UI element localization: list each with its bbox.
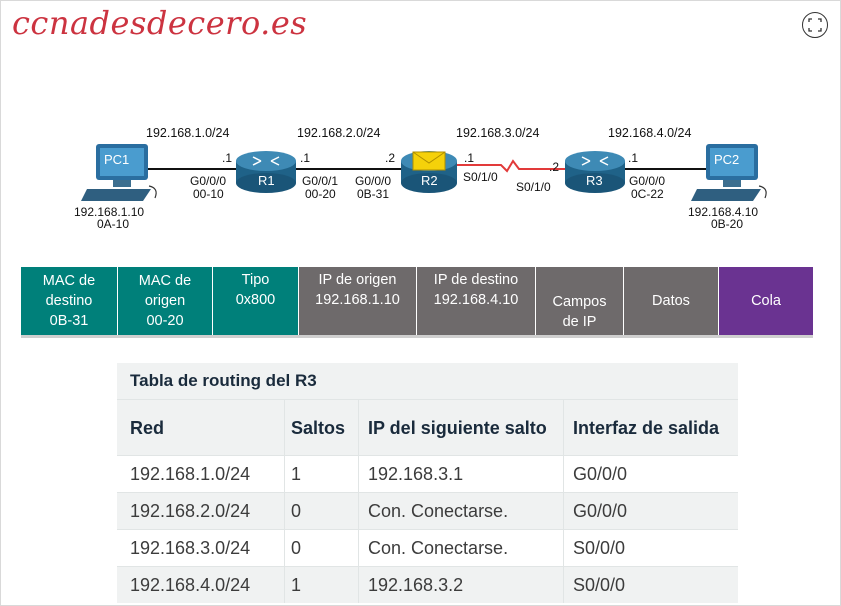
frame-field-trailer: Cola <box>719 267 813 335</box>
packet-envelope-icon <box>412 151 446 171</box>
mac-label: 0B-31 <box>357 187 390 201</box>
network-label: 192.168.3.0/24 <box>456 126 540 140</box>
table-cell: 1 <box>285 456 359 492</box>
table-row: 192.168.3.0/24 0 Con. Conectarse. S0/0/0 <box>117 529 738 566</box>
table-row: 192.168.1.0/24 1 192.168.3.1 G0/0/0 <box>117 455 738 492</box>
column-header: Interfaz de salida <box>573 417 720 438</box>
interface-label: G0/0/0 <box>355 174 392 188</box>
table-cell: G0/0/0 <box>573 500 628 521</box>
pc2-name: PC2 <box>714 152 740 167</box>
table-cell: 192.168.2.0/24 <box>117 493 285 529</box>
host-label: .2 <box>385 151 396 165</box>
network-label: 192.168.1.0/24 <box>146 126 230 140</box>
table-cell: 192.168.3.2 <box>359 567 564 603</box>
table-cell: 1 <box>285 567 359 603</box>
table-cell: S0/0/0 <box>564 530 738 566</box>
link-r2-r3-serial <box>456 159 566 173</box>
table-cell: 192.168.3.0/24 <box>117 530 285 566</box>
interface-label: G0/0/0 <box>629 174 666 188</box>
column-header: Red <box>117 400 285 455</box>
table-cell: 0 <box>285 530 359 566</box>
pc1-mac: 0A-10 <box>97 217 130 231</box>
frame-field-data: Datos <box>624 267 719 335</box>
r3-name: R3 <box>586 173 603 188</box>
table-row: 192.168.2.0/24 0 Con. Conectarse. G0/0/0 <box>117 492 738 529</box>
frame-shadow <box>21 335 813 338</box>
table-cell: Con. Conectarse. <box>359 493 564 529</box>
pc2-ip: 192.168.4.10 <box>688 205 759 219</box>
table-row: 192.168.4.0/24 1 192.168.3.2 S0/0/0 <box>117 566 738 603</box>
pc2-mac: 0B-20 <box>711 217 744 231</box>
column-header: Saltos <box>285 400 359 455</box>
network-label: 192.168.2.0/24 <box>297 126 381 140</box>
table-header-row: Red Saltos IP del siguiente salto Interf… <box>117 399 738 455</box>
host-label: .2 <box>549 160 560 174</box>
column-header: IP del siguiente salto <box>359 400 564 455</box>
r2-router-icon <box>401 151 457 193</box>
table-cell: G0/0/0 <box>564 456 738 492</box>
r1-router-icon <box>236 151 296 193</box>
r1-name: R1 <box>258 173 275 188</box>
interface-label: G0/0/1 <box>302 174 339 188</box>
network-label: 192.168.4.0/24 <box>608 126 692 140</box>
host-label: .1 <box>222 151 233 165</box>
interface-label: S0/1/0 <box>516 180 551 194</box>
table-cell: 192.168.4.0/24 <box>117 567 285 603</box>
host-label: .1 <box>628 151 639 165</box>
site-logo: ccnadesdecero.es <box>12 4 308 42</box>
pc2-icon <box>691 144 767 201</box>
routing-table: Tabla de routing del R3 Red Saltos IP de… <box>117 363 738 603</box>
mac-label: 0C-22 <box>631 187 664 201</box>
r2-name: R2 <box>421 173 438 188</box>
table-cell: 0 <box>285 493 359 529</box>
host-label: .1 <box>464 151 475 165</box>
network-topology <box>81 144 767 201</box>
table-cell: 192.168.1.0/24 <box>117 456 285 492</box>
pc1-icon <box>81 144 157 201</box>
routing-table-title: Tabla de routing del R3 <box>130 371 317 390</box>
mac-label: 00-10 <box>193 187 224 201</box>
table-cell: Con. Conectarse. <box>359 530 564 566</box>
expand-icon[interactable] <box>802 12 828 38</box>
pc1-ip: 192.168.1.10 <box>74 205 145 219</box>
r3-router-icon <box>565 151 625 193</box>
host-label: .1 <box>300 151 311 165</box>
interface-label: G0/0/0 <box>190 174 227 188</box>
pc1-name: PC1 <box>104 152 130 167</box>
interface-label: S0/1/0 <box>463 170 498 184</box>
table-cell: 192.168.3.1 <box>359 456 564 492</box>
mac-label: 00-20 <box>305 187 336 201</box>
table-cell: S0/0/0 <box>573 574 626 595</box>
